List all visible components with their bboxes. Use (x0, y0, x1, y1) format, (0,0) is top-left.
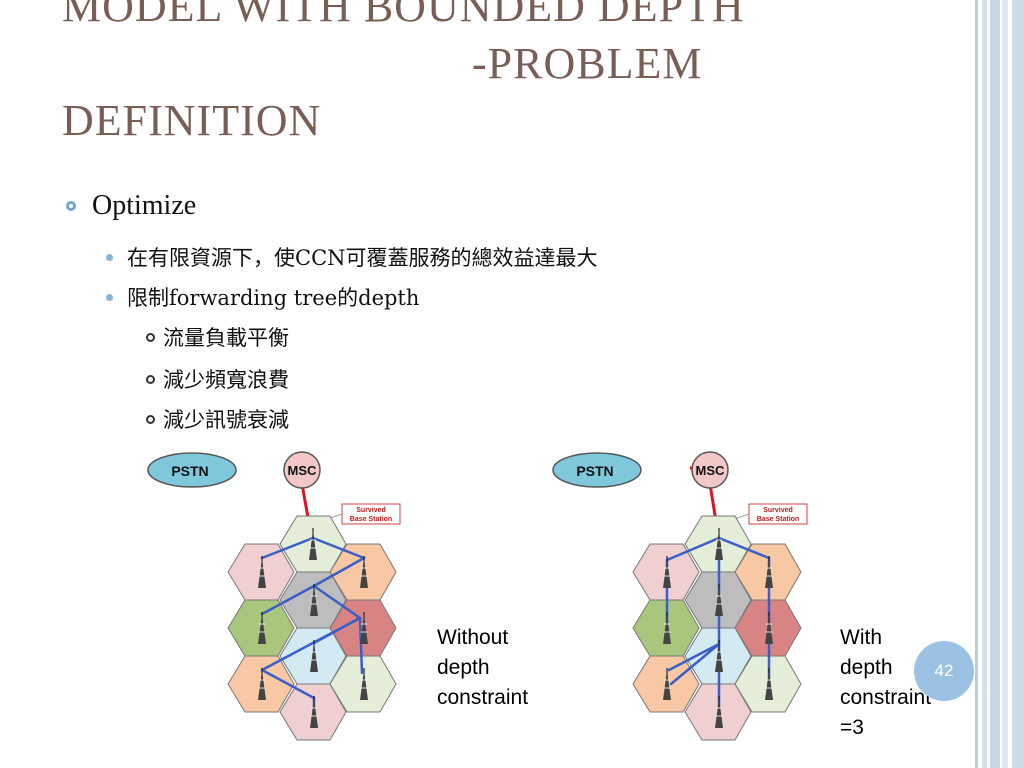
callout-line-1: Survived (356, 507, 386, 514)
caption-line: depth (840, 656, 893, 679)
dot-bullet-icon (106, 253, 113, 261)
bullet-text: 減少訊號衰減 (163, 408, 289, 432)
caption-line: Without (437, 626, 509, 649)
caption-line: depth (437, 656, 490, 679)
bullet-l3-item: 流量負載平衡 (146, 322, 289, 352)
callout-line-1: Survived (763, 507, 793, 514)
caption-with-constraint: With depth constraint =3 (840, 623, 931, 743)
msc-node: MSC (691, 451, 729, 489)
bullet-text: Optimize (92, 190, 197, 221)
survived-callout: Survived Base Station (323, 503, 401, 525)
msc-label: MSC (696, 463, 726, 478)
bullet-optimize: Optimize (66, 190, 196, 222)
caption-without-constraint: Without depth constraint (437, 623, 528, 713)
survived-callout: Survived Base Station (730, 503, 808, 525)
msc-label: MSC (288, 463, 318, 478)
bullet-l2-item: 在有限資源下，使CCN可覆蓋服務的總效益達最大 (106, 242, 598, 272)
forwarding-tree (260, 536, 366, 712)
bullet-text: 限制forwarding tree的depth (127, 286, 420, 310)
bullet-l3-item: 減少訊號衰減 (146, 404, 289, 434)
decor-stripe (1012, 0, 1024, 768)
decor-stripe (1002, 0, 1008, 768)
title-line-1: MODEL WITH BOUNDED DEPTH (62, 0, 745, 31)
decor-stripe (975, 0, 978, 768)
caption-line: With (840, 626, 882, 649)
bullet-text: 在有限資源下，使CCN可覆蓋服務的總效益達最大 (127, 246, 598, 270)
page-number: 42 (934, 661, 954, 680)
decor-stripe (990, 0, 1000, 768)
caption-line: constraint (437, 686, 529, 709)
diagram-with-constraint: PSTN MSC Survived Base Station (552, 451, 808, 741)
ring-bullet-icon (146, 374, 155, 384)
ring-bullet-icon (146, 332, 155, 342)
callout-line-2: Base Station (757, 516, 799, 523)
dot-bullet-icon (106, 293, 113, 301)
title-line-3: DEFINITION (62, 96, 322, 145)
caption-line: =3 (840, 716, 864, 739)
bullet-text: 減少頻寬浪費 (163, 368, 289, 392)
callout-line-2: Base Station (350, 516, 392, 523)
diagram-without-constraint: PSTN MSC Survived Base Station (147, 451, 401, 741)
pstn-cloud: PSTN (552, 452, 642, 488)
title-line-2: -PROBLEM (472, 39, 703, 88)
pstn-cloud: PSTN (147, 452, 237, 488)
ring-bullet-icon (66, 201, 76, 211)
bullet-l2-item: 限制forwarding tree的depth (106, 282, 419, 312)
decor-stripe (982, 0, 987, 768)
pstn-label: PSTN (171, 463, 208, 479)
slide-title: MODEL WITH BOUNDED DEPTH -PROBLEM DEFINI… (62, 0, 962, 149)
caption-line: constraint (840, 686, 932, 709)
ring-bullet-icon (146, 414, 155, 424)
bullet-l3-item: 減少頻寬浪費 (146, 364, 289, 394)
pstn-label: PSTN (576, 463, 613, 479)
msc-node: MSC (283, 451, 321, 489)
bullet-text: 流量負載平衡 (163, 326, 289, 350)
page-number-badge: 42 (914, 641, 974, 701)
